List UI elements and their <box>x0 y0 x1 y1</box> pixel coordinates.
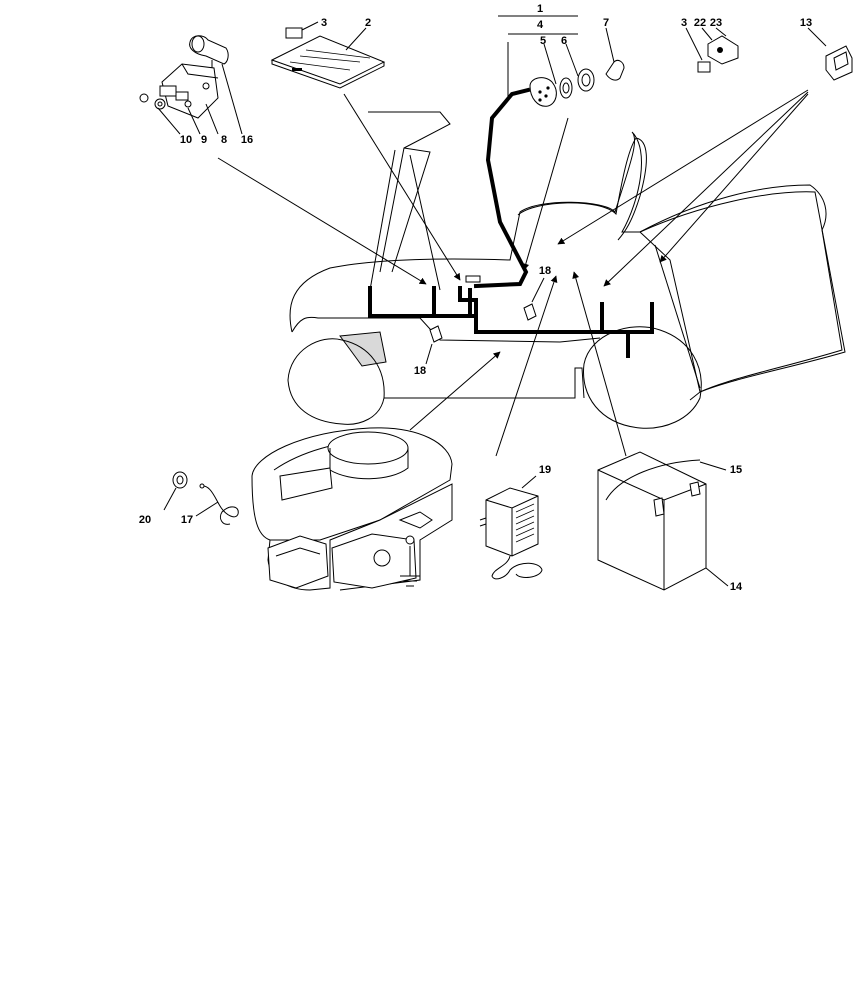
label-1: 1 <box>537 3 543 15</box>
relay-22 <box>707 35 739 65</box>
label-5: 5 <box>540 35 546 47</box>
label-6: 6 <box>561 35 567 47</box>
cover-6 <box>577 68 595 92</box>
label-7: 7 <box>603 17 609 29</box>
battery-charger <box>479 487 543 580</box>
clip-18-left <box>429 325 443 343</box>
grass-collector-outline <box>639 191 846 393</box>
mower-silhouette <box>287 111 846 429</box>
label-4: 4 <box>537 19 544 31</box>
ignition-switch <box>529 59 625 107</box>
ground-symbol <box>400 546 420 587</box>
label-20: 20 <box>139 514 151 526</box>
wiring-harness <box>368 87 654 358</box>
label-3-left: 3 <box>321 17 327 29</box>
label-23: 23 <box>710 17 722 29</box>
fuse-3-right <box>697 61 711 73</box>
nut-10 <box>139 93 149 103</box>
ignition-cable <box>473 87 531 289</box>
engine <box>251 427 453 591</box>
battery <box>597 451 707 591</box>
engine-flywheel-cover <box>327 431 409 465</box>
charger-cable <box>491 555 543 580</box>
wire-17 <box>199 483 239 525</box>
label-22: 22 <box>694 17 706 29</box>
circuit-board <box>270 35 386 89</box>
battery-lead-15 <box>605 459 701 501</box>
seat-outline <box>517 137 647 241</box>
leader-lines <box>217 15 809 457</box>
label-18-left: 18 <box>414 365 426 377</box>
starter-solenoid <box>139 35 229 119</box>
label-9: 9 <box>201 134 207 146</box>
label-17: 17 <box>181 514 193 526</box>
screw-9 <box>184 100 192 108</box>
steering-column <box>368 111 451 273</box>
label-14: 14 <box>730 581 743 593</box>
clip-18-right <box>523 303 537 321</box>
harness-connector <box>465 275 481 283</box>
mower-hood-outline <box>289 131 843 401</box>
label-3-right: 3 <box>681 17 687 29</box>
label-19: 19 <box>539 464 551 476</box>
nut-5 <box>559 77 573 99</box>
label-15: 15 <box>730 464 742 476</box>
label-13: 13 <box>800 17 812 29</box>
grommet-20 <box>172 471 188 489</box>
switch-13 <box>825 45 853 81</box>
label-8: 8 <box>221 134 227 146</box>
label-18-right: 18 <box>539 265 551 277</box>
label-2: 2 <box>365 17 371 29</box>
label-10: 10 <box>180 134 192 146</box>
label-16: 16 <box>241 134 253 146</box>
part-labels: 1 4 5 6 7 3 2 3 22 23 13 10 9 8 16 18 18… <box>139 3 812 593</box>
chassis-outline <box>291 316 601 343</box>
rear-wheel <box>583 326 702 429</box>
fuse-3-left <box>285 27 303 39</box>
key-7 <box>605 59 625 81</box>
